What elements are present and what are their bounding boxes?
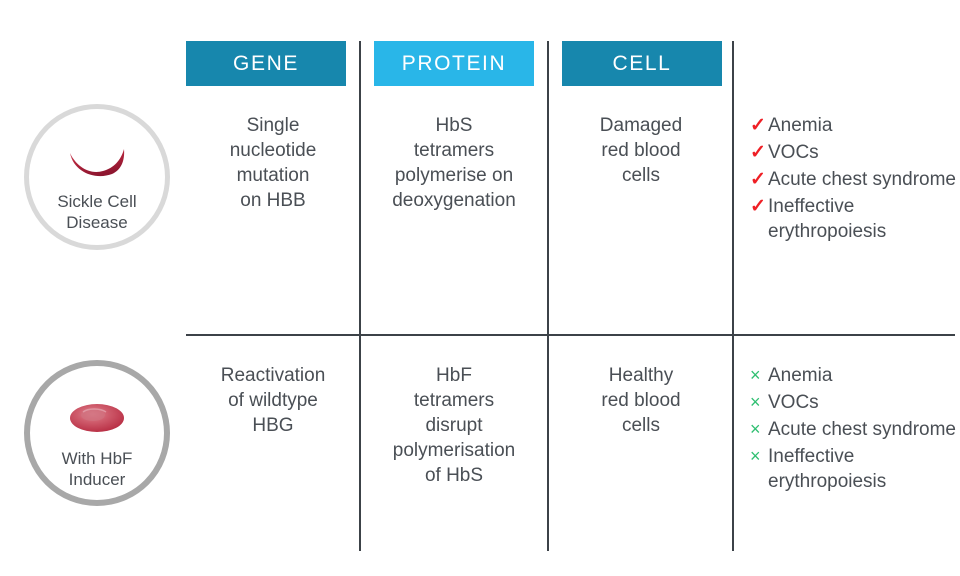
symptom-label: Acute chest syndrome [768,419,956,440]
cell-text-line: HbS [435,115,473,136]
column-header-gene-label: GENE [233,51,299,75]
row-badge-sickle-cell-disease: Sickle Cell Disease [24,104,170,250]
symptom-item: × VOCs [750,390,958,415]
cell-text-line: nucleotide [229,140,317,161]
symptom-label: Ineffective erythropoiesis [768,196,887,242]
cell-text-line: disrupt [425,415,483,436]
badge-label-line: With HbF [61,449,133,468]
symptom-item: × Anemia [750,363,958,388]
symptom-label: VOCs [768,142,819,163]
symptom-label: Anemia [768,115,833,136]
column-divider-2 [547,41,549,551]
check-icon: ✓ [750,142,766,163]
symptom-item: ✓ Anemia [750,113,958,138]
column-header-cell: CELL [562,41,722,86]
symptom-item: ✓ VOCs [750,140,958,165]
cell-text-line: on HBB [240,190,306,211]
healthy-red-blood-cell-icon [68,390,126,446]
badge-label-line: Sickle Cell [57,192,137,211]
check-icon: ✓ [750,115,766,136]
row-badge-label-sickle-cell-disease: Sickle Cell Disease [47,191,146,233]
cell-gene-row2: Reactivation of wildtype HBG [190,363,356,438]
column-header-protein: PROTEIN [374,41,534,86]
cell-text-line: deoxygenation [392,190,516,211]
column-divider-3 [732,41,734,551]
cell-text-line: HBG [252,415,294,436]
symptom-item: ✓ Acute chest syndrome [750,167,958,192]
cell-gene-row1: Single nucleotide mutation on HBB [190,113,356,213]
cell-text-line: Reactivation [220,365,326,386]
check-icon: ✓ [750,169,766,190]
symptom-label: VOCs [768,392,819,413]
cross-icon: × [750,419,761,439]
cell-text-line: Single [246,115,300,136]
column-divider-1 [359,41,361,551]
cell-cell-row2: Healthy red blood cells [550,363,732,438]
cell-text-line: Damaged [599,115,683,136]
column-header-cell-label: CELL [612,51,672,75]
cell-text-line: tetramers [413,140,495,161]
cross-icon: × [750,392,761,412]
column-header-protein-label: PROTEIN [401,51,507,75]
cell-text-line: of HbS [424,465,484,486]
symptom-list-row1: ✓ Anemia ✓ VOCs ✓ Acute chest syndrome ✓… [740,113,958,246]
sickle-red-blood-cell-icon [66,133,128,189]
symptom-list-row2: × Anemia × VOCs × Acute chest syndrome ×… [740,363,958,496]
symptom-label: Ineffective erythropoiesis [768,446,887,492]
symptom-label: Anemia [768,365,833,386]
row-divider [186,334,955,336]
row-badge-with-hbf-inducer: With HbF Inducer [24,360,170,506]
cell-text-line: HbF [436,365,472,386]
badge-label-line: Inducer [68,470,126,489]
cell-text-line: cells [621,415,660,436]
cell-text-line: mutation [236,165,310,186]
cell-text-line: of wildtype [228,390,318,411]
cell-cell-row1: Damaged red blood cells [550,113,732,188]
symptom-item: × Acute chest syndrome [750,417,958,442]
cross-icon: × [750,365,761,385]
symptom-item: × Ineffective erythropoiesis [750,444,958,494]
column-header-gene: GENE [186,41,346,86]
cell-protein-row1: HbS tetramers polymerise on deoxygenatio… [362,113,546,213]
symptom-label: Acute chest syndrome [768,169,956,190]
cross-icon: × [750,446,761,466]
cell-text-line: polymerisation [392,440,516,461]
cell-text-line: polymerise on [394,165,514,186]
cell-text-line: cells [621,165,660,186]
cell-protein-row2: HbF tetramers disrupt polymerisation of … [362,363,546,488]
check-icon: ✓ [750,196,766,217]
cell-text-line: red blood [601,140,681,161]
cell-text-line: red blood [601,390,681,411]
cell-text-line: tetramers [413,390,495,411]
cell-text-line: Healthy [608,365,674,386]
symptom-item: ✓ Ineffective erythropoiesis [750,194,958,244]
row-badge-label-with-hbf-inducer: With HbF Inducer [52,448,143,490]
badge-label-line: Disease [66,213,128,232]
